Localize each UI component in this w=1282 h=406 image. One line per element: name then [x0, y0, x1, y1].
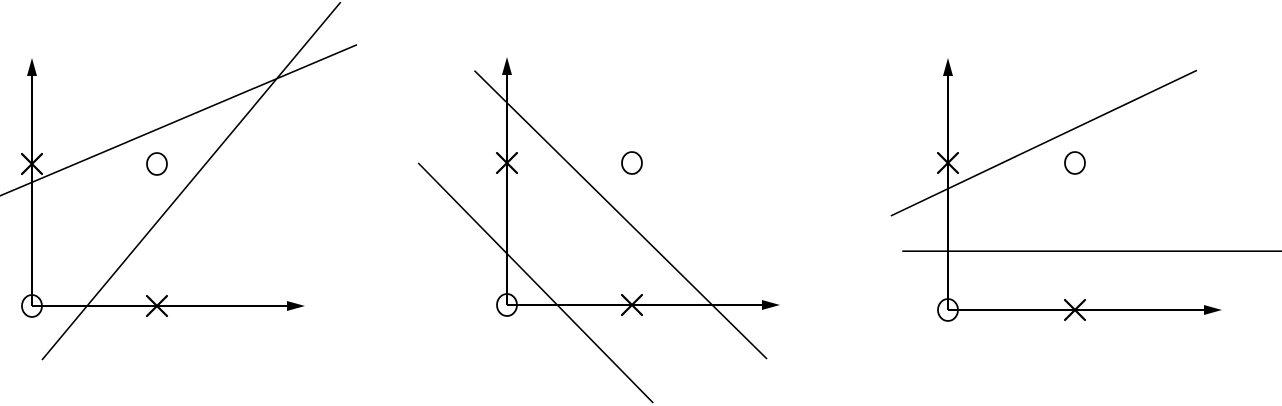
- circle-marker: [146, 152, 168, 176]
- y-axis-arrowhead: [502, 57, 512, 75]
- circle-marker: [621, 151, 643, 175]
- y-axis-arrowhead: [27, 58, 37, 76]
- cross-marker: [495, 151, 519, 175]
- decision-boundary-line-1: [890, 69, 1198, 217]
- middle-panel: [417, 57, 780, 404]
- x-axis-arrowhead: [762, 300, 780, 310]
- x-axis-arrowhead: [287, 301, 305, 311]
- y-axis-arrowhead: [943, 58, 953, 76]
- x-axis-arrowhead: [1204, 305, 1222, 315]
- circle-marker: [21, 294, 43, 318]
- circle-marker: [496, 293, 518, 317]
- cross-marker: [1063, 298, 1087, 322]
- decision-boundary-line-1: [0, 43, 358, 197]
- cross-marker: [145, 294, 169, 318]
- circle-marker: [937, 298, 959, 322]
- decision-boundary-line-2: [417, 162, 654, 404]
- left-panel: [0, 1, 358, 361]
- cross-marker: [620, 293, 644, 317]
- decision-boundary-line-2: [41, 1, 342, 361]
- circle-marker: [1064, 151, 1086, 175]
- decision-boundary-line-1: [473, 70, 768, 360]
- cross-marker: [20, 152, 44, 176]
- cross-marker: [936, 151, 960, 175]
- right-panel: [890, 58, 1282, 322]
